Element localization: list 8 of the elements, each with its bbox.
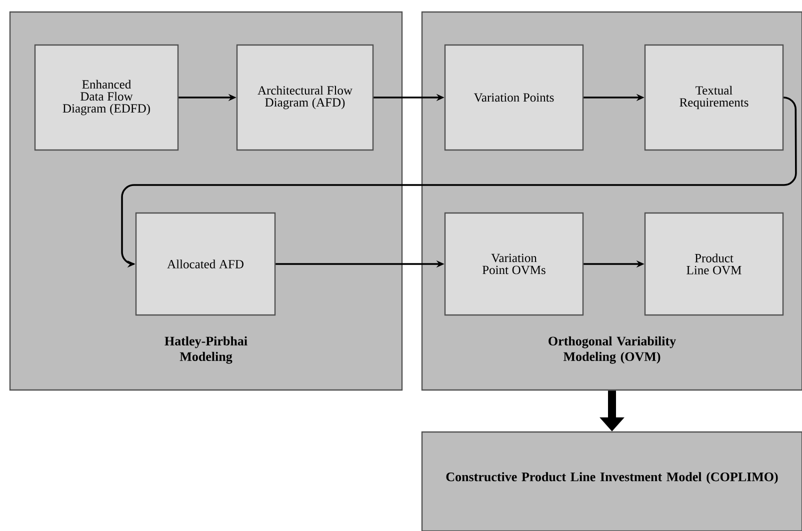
model-box: Constructive Product Line Investment Model (COPLIMO) bbox=[421, 431, 802, 531]
process-box: Allocated AFD bbox=[135, 212, 276, 316]
process-box: Variation Point OVMs bbox=[444, 212, 584, 316]
process-box: Enhanced Data Flow Diagram (EDFD) bbox=[34, 44, 179, 151]
process-box: Product Line OVM bbox=[644, 212, 784, 316]
process-box: Textual Requirements bbox=[644, 44, 784, 151]
process-box: Variation Points bbox=[444, 44, 584, 151]
process-box: Architectural Flow Diagram (AFD) bbox=[236, 44, 374, 151]
